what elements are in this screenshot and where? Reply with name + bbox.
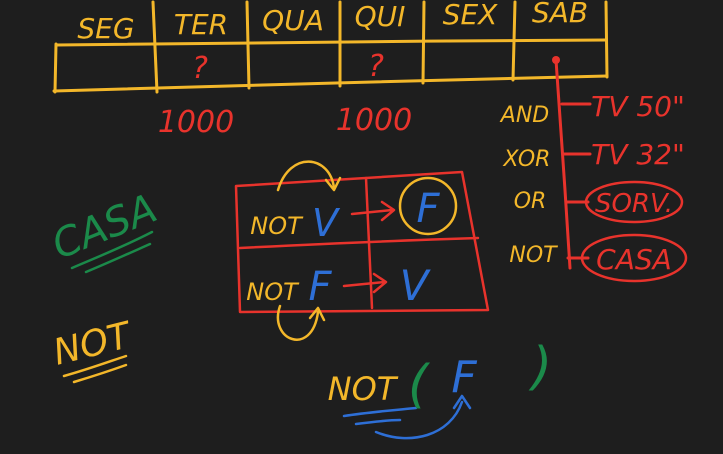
arrow-icon [350, 200, 396, 222]
not-underline [62, 354, 128, 378]
option-label: TV 32" [591, 138, 685, 171]
truth-row1-operator: NOT [250, 212, 304, 240]
option-label: TV 50" [591, 90, 685, 123]
truth-row2-output: V [400, 261, 432, 310]
expr-close-paren: ) [528, 337, 552, 397]
option-label: SORV. [595, 189, 673, 219]
loop-arrow-icon [276, 304, 320, 341]
truth-box-midline [238, 236, 480, 250]
truth-row2-operator: NOT [246, 278, 300, 306]
question-mark: ? [368, 49, 384, 84]
arrowhead-icon [324, 176, 342, 192]
truth-box-divider [364, 176, 374, 310]
arrow-icon [342, 272, 388, 294]
question-mark: ? [192, 51, 208, 86]
arrowhead-icon [308, 306, 326, 322]
truth-row1-output: F [416, 186, 440, 232]
expr-value: F [451, 352, 477, 403]
truth-box: NOT V F NOT F V [234, 160, 490, 341]
casa-underline [70, 230, 154, 270]
option-circle [584, 180, 684, 224]
bottom-expression: NOT ( F ) [328, 337, 552, 440]
table-divider [151, 0, 159, 94]
table-divider [421, 0, 426, 85]
day-label: QUI [355, 0, 406, 33]
amount-label: 1000 [336, 103, 412, 138]
curved-arrow-icon [374, 400, 464, 440]
table-divider [511, 0, 517, 82]
expr-operator: NOT [328, 370, 399, 408]
arrowhead-icon [452, 394, 472, 410]
expr-underline [354, 418, 402, 426]
truth-row2-input: F [308, 264, 332, 310]
expr-open-paren: ( [408, 355, 431, 415]
not-underline [72, 363, 128, 384]
operator-label: OR [514, 189, 547, 214]
expr-underline [342, 406, 418, 418]
day-label: SAB [532, 0, 588, 29]
day-label: SEG [77, 12, 134, 45]
option-circle [580, 233, 688, 283]
day-label: SEX [443, 0, 498, 31]
table-bottom-line [52, 74, 609, 93]
truth-row1-input: V [312, 201, 341, 245]
result-circle [398, 176, 458, 236]
table-divider [53, 42, 58, 94]
operator-label: AND [499, 103, 549, 128]
day-label: TER [174, 8, 228, 41]
week-table: SEG TER QUA QUI SEX SAB ? ? [52, 0, 609, 94]
amount-label: 1000 [158, 105, 234, 140]
table-divider [604, 0, 609, 79]
table-divider [245, 0, 251, 90]
truth-box-border [234, 170, 490, 314]
casa-underline [84, 242, 152, 274]
options-tree: AND XOR OR NOT TV 50" TV 32" SORV. CASA [499, 56, 688, 283]
operator-label: XOR [503, 147, 551, 172]
tree-trunk [554, 58, 572, 270]
loop-arrow-icon [276, 160, 336, 192]
operator-label: NOT [509, 243, 558, 268]
day-label: QUA [262, 4, 324, 37]
table-header-line [54, 38, 608, 47]
casa-word: CASA [46, 186, 163, 269]
casa-word-group: CASA [46, 186, 163, 269]
option-label: CASA [596, 243, 672, 276]
